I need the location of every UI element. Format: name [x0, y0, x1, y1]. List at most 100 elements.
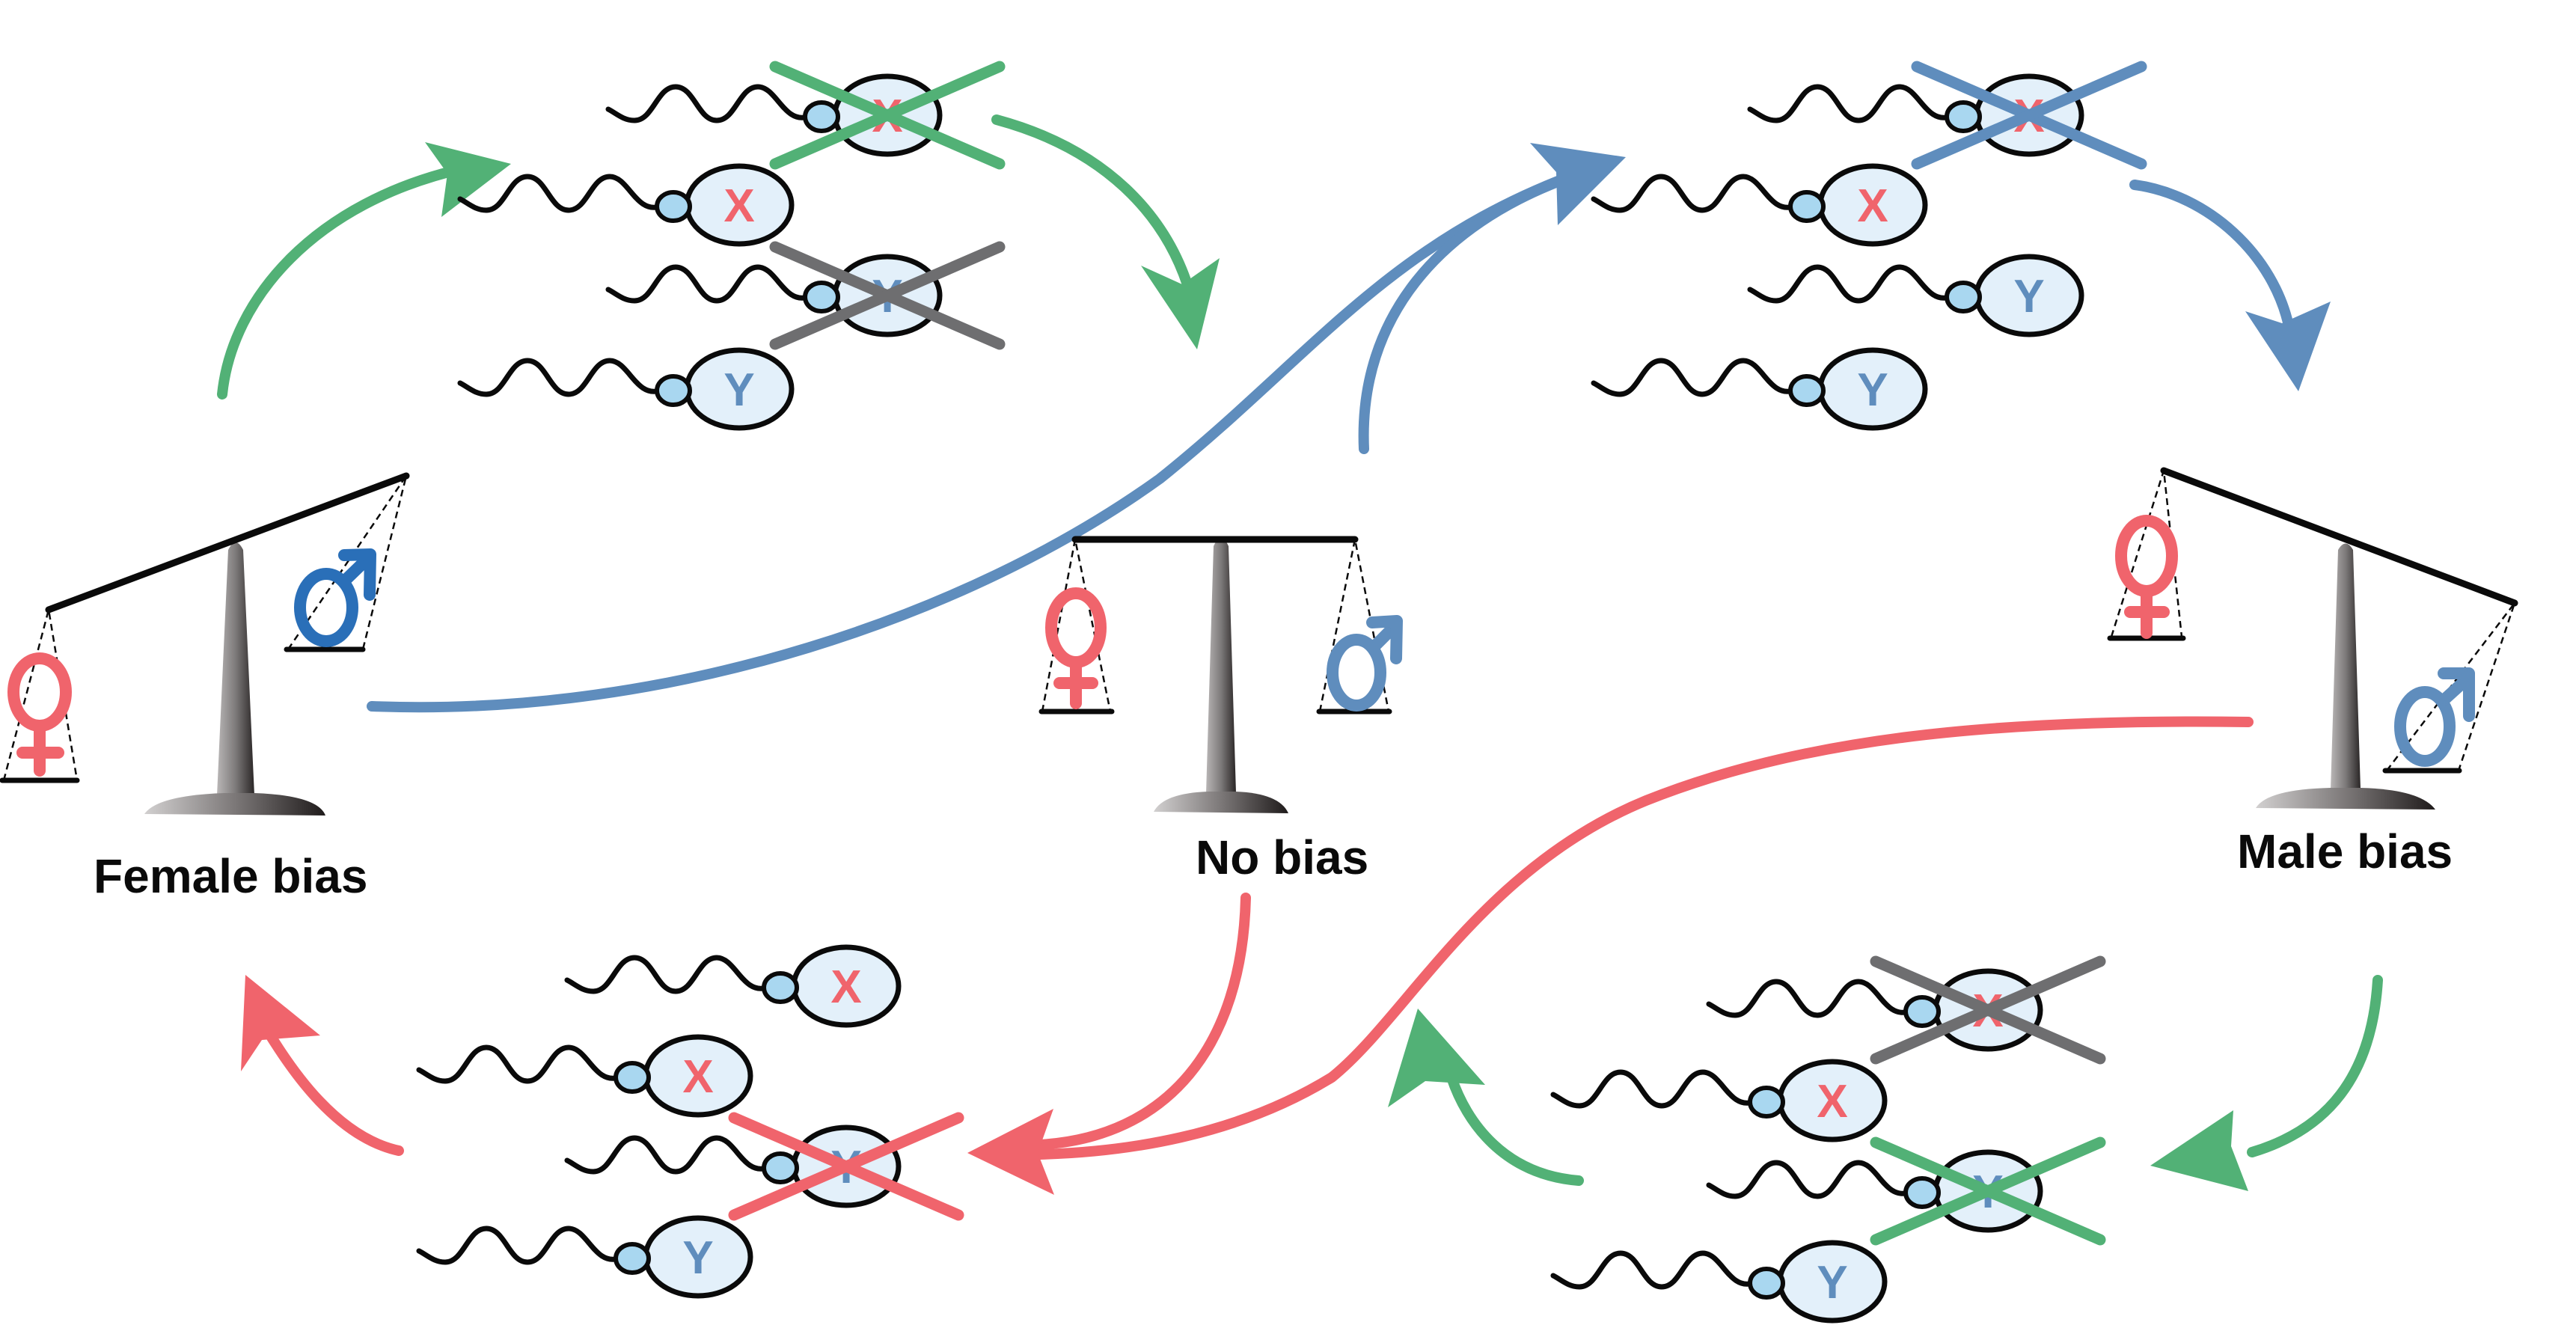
sperm-tail [1550, 1250, 1756, 1290]
chromosome-label: Y [723, 364, 754, 416]
scale-pole [2331, 543, 2361, 789]
arrow-green-male-to-bottomright [2150, 975, 2383, 1191]
sperm-cell: X [605, 61, 1006, 170]
sperm-group-bottom-right: XXYY [1550, 955, 2106, 1324]
sperm-cell: X [564, 944, 902, 1028]
arrow-blue-center-to-topright [1358, 143, 1626, 454]
sperm-tail [1747, 264, 1953, 304]
chromosome-label: Y [2013, 271, 2044, 322]
sperm-midpiece [1748, 1267, 1785, 1300]
sperm-tail [1706, 1160, 1912, 1199]
sperm-midpiece [1945, 100, 1982, 133]
sperm-midpiece [1903, 995, 1941, 1028]
label-no-bias: No bias [1196, 830, 1368, 884]
sperm-cell: Y [1550, 1240, 1888, 1324]
chromosome-label: Y [682, 1232, 713, 1284]
pan-string [2386, 602, 2516, 771]
sperm-tail [1550, 1069, 1756, 1109]
sperm-midpiece [762, 1151, 799, 1184]
cross-out-icon [728, 1112, 964, 1221]
sperm-midpiece [1903, 1176, 1941, 1209]
scale-base [144, 793, 325, 816]
sperm-midpiece [762, 971, 799, 1004]
arrow-green-female-to-sperm [217, 142, 511, 400]
sperm-tail [564, 955, 770, 994]
sperm-midpiece [655, 190, 692, 223]
sperm-group-top-left: XXYY [457, 61, 1006, 431]
scale-no-bias: No bias [1038, 536, 1403, 884]
arrow-blue-topright-to-male [2129, 180, 2331, 391]
scale-base [2256, 788, 2435, 810]
male-symbol-icon [2394, 667, 2475, 767]
sperm-tail [457, 174, 663, 213]
sperm-midpiece [655, 374, 692, 407]
sperm-group-top-right: XX Y Y [1591, 61, 2147, 431]
sperm-tail [416, 1226, 622, 1265]
sperm-cell: Y [1591, 347, 1928, 431]
scale-beam [45, 472, 410, 614]
sperm-midpiece [614, 1061, 651, 1094]
sperm-cell: Y [457, 347, 795, 431]
sperm-cell: Y [416, 1215, 753, 1299]
sperm-cell: X [1591, 163, 1928, 247]
arrow-red-bottomleft-to-female [241, 975, 404, 1156]
sperm-tail [1591, 174, 1796, 213]
sperm-midpiece [1945, 281, 1982, 313]
arrow-red-male-to-bottomleft [1035, 716, 2254, 1160]
sperm-group-bottom-left: XXYY [416, 944, 964, 1299]
cross-out-icon [769, 61, 1006, 170]
arrow-green-bottomright-to-center [1388, 1009, 1584, 1186]
pan-string [2, 609, 79, 781]
chromosome-label: X [723, 180, 754, 232]
sperm-midpiece [1788, 190, 1826, 223]
arrow-red-center-to-bottomleft [967, 893, 1251, 1195]
scale-pole [1206, 538, 1236, 793]
sperm-cell: Y [1706, 1136, 2106, 1246]
scale-base [1154, 792, 1288, 813]
sperm-midpiece [803, 100, 840, 133]
chromosome-label: X [1817, 1076, 1847, 1127]
sperm-tail [605, 264, 811, 304]
label-female-bias: Female bias [94, 849, 367, 903]
cross-out-icon [1870, 1136, 2106, 1246]
label-male-bias: Male bias [2237, 824, 2453, 878]
chromosome-label: Y [1857, 364, 1888, 416]
female-symbol-icon [1045, 587, 1107, 709]
sperm-tail [564, 1135, 770, 1175]
cross-out-icon [1870, 955, 2106, 1065]
sperm-midpiece [614, 1242, 651, 1275]
female-symbol-icon [2115, 515, 2178, 639]
cross-out-icon [769, 241, 1006, 350]
pan-string [287, 475, 408, 650]
scale-pole [217, 542, 254, 795]
sperm-midpiece [803, 281, 840, 313]
chromosome-label: Y [1817, 1257, 1847, 1309]
sperm-cell: X [1550, 1059, 1888, 1142]
sperm-tail [605, 84, 811, 123]
sperm-cell: Y [1747, 254, 2084, 337]
sperm-tail [1747, 84, 1953, 123]
sperm-tail [1706, 979, 1912, 1018]
sperm-midpiece [1788, 374, 1826, 407]
chromosome-label: X [1857, 180, 1888, 232]
sperm-tail [457, 358, 663, 397]
arrows [217, 114, 2383, 1195]
sperm-cell: Y [605, 241, 1006, 350]
sperm-groups: XXYYXXYYXXYYXXYY [416, 61, 2147, 1324]
scale-beam [2160, 467, 2518, 607]
cross-out-icon [1911, 61, 2147, 170]
sperm-cell: X [416, 1034, 753, 1118]
arrow-green-sperm-to-center [991, 114, 1220, 349]
scale-male-bias: Male bias [2107, 467, 2518, 878]
arrow-blue-female-to-topright [367, 171, 1576, 713]
sperm-cell: X [457, 163, 795, 247]
scale-female-bias: Female bias [0, 472, 410, 903]
sperm-tail [1591, 358, 1796, 397]
male-symbol-icon [294, 548, 376, 647]
sperm-cell: X [1747, 61, 2147, 170]
female-symbol-icon [7, 652, 72, 777]
male-symbol-icon [1327, 615, 1403, 712]
chromosome-label: X [830, 961, 861, 1013]
sperm-midpiece [1748, 1086, 1785, 1119]
